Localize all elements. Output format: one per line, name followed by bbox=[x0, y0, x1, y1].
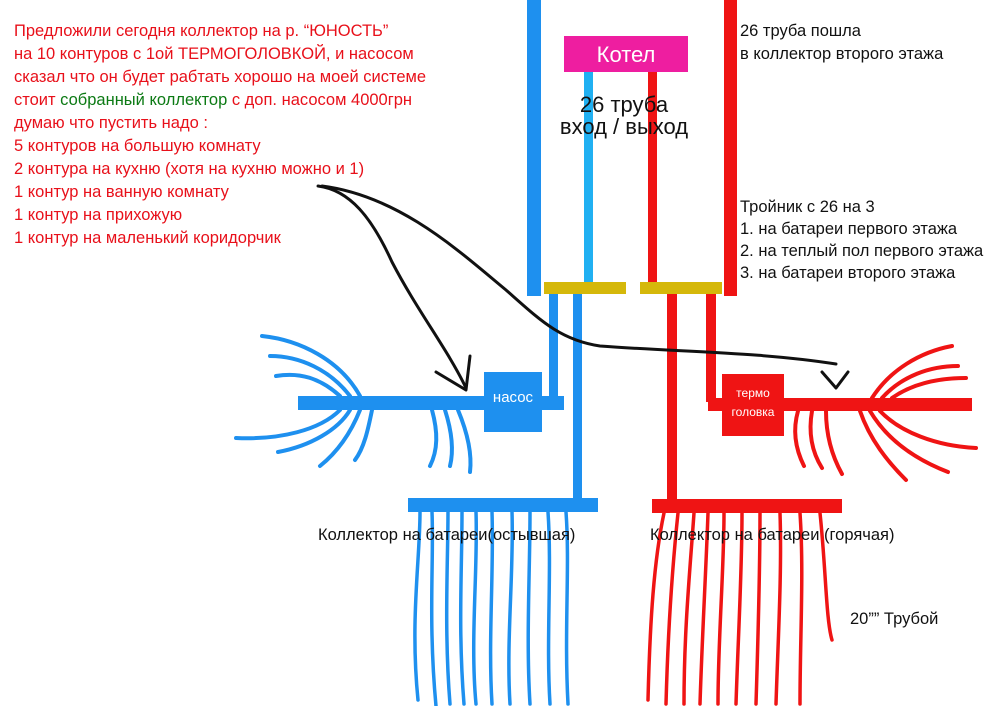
cold-floor-loops bbox=[234, 334, 473, 474]
boiler-box bbox=[564, 36, 688, 72]
thermo-head-label-line: головка bbox=[731, 405, 775, 419]
hot-main-pipe bbox=[724, 0, 737, 296]
note-line: 1 контур на маленький коридорчик bbox=[14, 229, 281, 247]
cold-drop-pipe-1 bbox=[549, 294, 558, 398]
cold-tee bbox=[544, 282, 626, 294]
cold-radiator-manifold bbox=[408, 498, 598, 512]
arrow-head-thermo bbox=[820, 370, 850, 390]
tee-note: Тройник с 26 на 3 1. на батареи первого … bbox=[740, 196, 983, 284]
arrow-to-pump bbox=[316, 184, 468, 390]
tee-note-line: Тройник с 26 на 3 bbox=[740, 198, 875, 216]
tee-note-line: 2. на теплый пол первого этажа bbox=[740, 242, 984, 260]
hot-collector-caption: Коллектор на батареи (горячая) bbox=[650, 526, 895, 544]
hot-radiator-loops bbox=[646, 511, 834, 706]
second-floor-note-line: 26 труба пошла bbox=[740, 22, 861, 40]
note-line-price: стоит собранный коллектор с доп. насосом… bbox=[14, 89, 426, 112]
note-line: на 10 контуров с 1ой ТЕРМОГОЛОВКОЙ, и на… bbox=[14, 45, 414, 63]
note-line: сказал что он будет рабтать хорошо на мо… bbox=[14, 68, 427, 86]
note-line: Предложили сегодня коллектор на р. “ЮНОС… bbox=[14, 22, 389, 40]
note-line: 2 контура на кухню (хотя на кухню можно … bbox=[14, 160, 365, 178]
second-floor-note: 26 труба пошла в коллектор второго этажа bbox=[740, 20, 943, 66]
note-line: 5 контуров на большую комнату bbox=[14, 137, 261, 155]
pipe-note-line: вход / выход bbox=[559, 114, 689, 139]
cold-drop-pipe-2 bbox=[573, 294, 582, 502]
pipe-note: 26 труба вход / выход bbox=[544, 94, 704, 138]
boiler-supply-pipe bbox=[648, 72, 657, 284]
pipe-note-line: 26 труба bbox=[579, 92, 669, 117]
cold-radiator-loops bbox=[413, 510, 570, 706]
boiler-label: Котел bbox=[596, 42, 656, 67]
hot-floor-loops bbox=[793, 344, 978, 482]
arrow-head-pump bbox=[434, 354, 472, 392]
tee-note-line: 3. на батареи второго этажа bbox=[740, 264, 956, 282]
hand-drawn-arrows bbox=[316, 184, 850, 392]
thermo-head-box bbox=[722, 374, 784, 436]
cold-main-pipe bbox=[527, 0, 541, 296]
note-block: Предложили сегодня коллектор на р. “ЮНОС… bbox=[14, 20, 426, 250]
note-highlight: собранный коллектор bbox=[60, 91, 228, 109]
tee-note-line: 1. на батареи первого этажа bbox=[740, 220, 958, 238]
note-line: 1 контур на прихожую bbox=[14, 206, 183, 224]
second-floor-note-line: в коллектор второго этажа bbox=[740, 45, 944, 63]
pump-label: насос bbox=[492, 389, 534, 406]
pipe-size-note: 20”” Трубой bbox=[850, 610, 939, 628]
hot-drop-pipe-1 bbox=[667, 294, 677, 502]
hot-drop-pipe-2 bbox=[706, 294, 716, 402]
hot-radiator-manifold bbox=[652, 499, 842, 513]
note-line: 1 контур на ванную комнату bbox=[14, 183, 229, 201]
thermo-head-label: термо головка bbox=[724, 384, 782, 422]
thermo-head-label-line: термо bbox=[736, 386, 770, 400]
boiler-return-pipe bbox=[584, 72, 593, 284]
note-line: думаю что пустить надо : bbox=[14, 114, 208, 132]
note-text: с доп. насосом 4000грн bbox=[227, 91, 413, 109]
cold-collector-caption: Коллектор на батареи(остывшая) bbox=[318, 526, 576, 544]
hot-tee bbox=[640, 282, 722, 294]
note-text: стоит bbox=[14, 91, 61, 109]
pump-box bbox=[484, 372, 542, 432]
arrow-to-thermo-head bbox=[320, 184, 838, 366]
